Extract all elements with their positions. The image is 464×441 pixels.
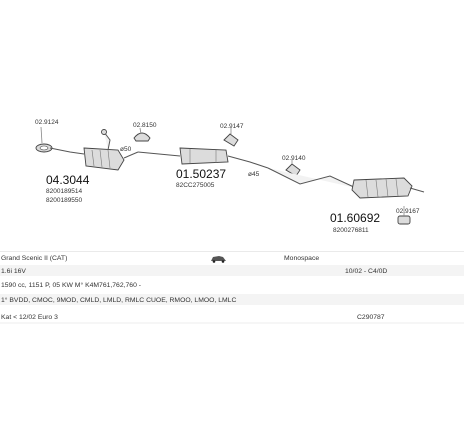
part-02-9124: 02.9124: [35, 119, 59, 126]
part-02-9147: 02.9147: [220, 123, 244, 130]
oem-01-50237: 82CC275005: [176, 182, 215, 189]
note-text: Kat < 12/02 Euro 3: [1, 314, 58, 321]
body-type-text: Monospace: [284, 255, 319, 262]
row-spec: 1590 cc, 1151 P, 05 KW M° K4M761,762,760…: [0, 279, 464, 290]
oem-01-60692: 8200276811: [333, 227, 369, 234]
part-01-50237: 01.50237: [176, 167, 226, 181]
vehicle-info-table: Grand Scenic II (CAT) Monospace 1.6i 16V…: [0, 251, 464, 324]
engine-text: 1.6i 16V: [1, 268, 26, 275]
part-01-60692: 01.60692: [330, 211, 380, 225]
hanger-02-9167: [397, 206, 411, 225]
row-engine: 1.6i 16V 10/02 - C4/0D: [0, 265, 464, 276]
oem-04-3044-2: 8200189550: [46, 197, 83, 204]
part-02-8150: 02.8150: [133, 122, 157, 129]
part-04-3044: 04.3044: [46, 173, 90, 187]
catalogue-code: C290787: [357, 314, 385, 321]
exhaust-assembly: [35, 126, 425, 225]
row-codes: 1° BVDD, CMOC, 9MOD, CMLD, LMLD, RMLC CU…: [0, 294, 464, 305]
rear-silencer: [267, 167, 425, 199]
oem-04-3044-1: 8200189514: [46, 188, 83, 195]
codes-text: 1° BVDD, CMOC, 9MOD, CMLD, LMLD, RMLC CU…: [1, 296, 236, 304]
model-text: Grand Scenic II (CAT): [1, 255, 67, 262]
front-flange-gasket: [35, 126, 53, 153]
car-body-icon: [211, 256, 226, 263]
years-text: 10/02 - C4/0D: [345, 268, 387, 275]
part-02-9167: 02.9167: [396, 208, 420, 215]
row-model: Grand Scenic II (CAT) Monospace: [0, 252, 464, 263]
middle-silencer: [137, 147, 269, 169]
hanger-02-9147: [223, 128, 239, 147]
catalytic-converter: [49, 129, 139, 171]
dim-45: ø45: [248, 171, 260, 178]
part-02-9140: 02.9140: [282, 155, 306, 162]
row-note: Kat < 12/02 Euro 3 C290787: [0, 311, 464, 322]
clamp-02-8150: [133, 127, 151, 142]
dim-50: ø50: [120, 146, 132, 153]
spec-text: 1590 cc, 1151 P, 05 KW M° K4M761,762,760…: [1, 281, 141, 289]
